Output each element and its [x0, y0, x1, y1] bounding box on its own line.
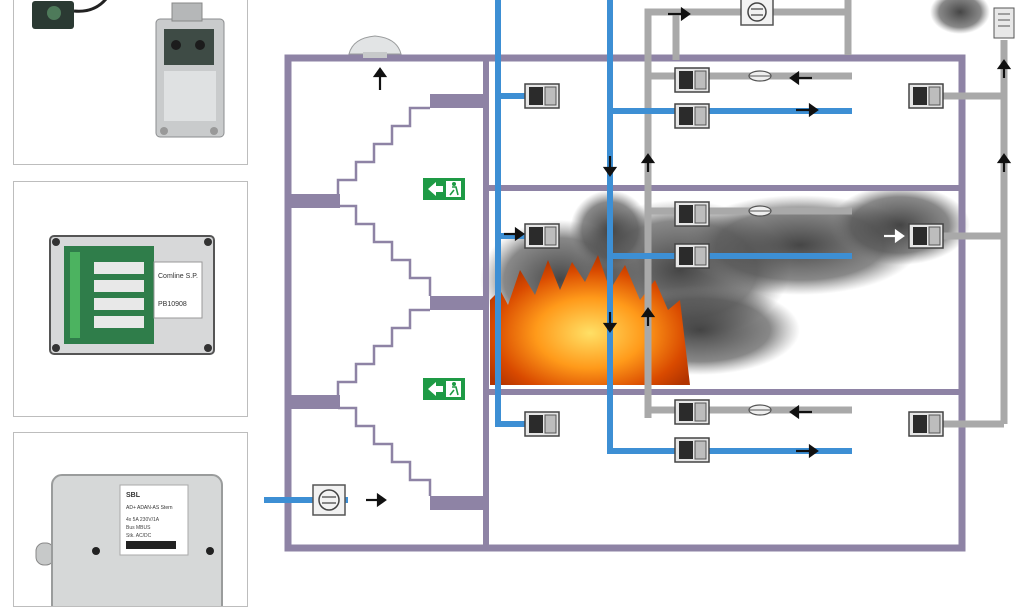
building-outline — [284, 54, 966, 552]
relay-group — [94, 262, 144, 328]
product-panel-enclosure: SBL AD+ ADAN-AS Stern 4x 5A 230V/1A Bus … — [13, 432, 248, 611]
control-box-cover — [164, 71, 216, 121]
actuator-cable — [73, 0, 108, 13]
arrow-icon — [366, 6, 1012, 508]
enclosure-title: AD+ ADAN-AS Stern — [126, 505, 173, 511]
product-panel-actuator — [13, 0, 248, 165]
control-box-knob-2 — [195, 40, 205, 50]
supply-ducts — [264, 0, 852, 503]
exhaust-unit-icon — [993, 7, 1015, 39]
enclosure-barcode — [126, 541, 176, 549]
actuator-dial — [47, 6, 61, 20]
product-panel-board: Comline S.P. PB10908 — [13, 181, 248, 417]
exit-sign-icon — [423, 378, 465, 400]
board-label-code: PB10908 — [158, 301, 187, 308]
screw-4 — [204, 344, 212, 352]
actuator-unit-image — [32, 0, 225, 138]
enclosure-screw-2 — [206, 547, 214, 555]
enclosure-row-1: 4x 5A 230V/1A — [126, 517, 160, 523]
screw-2 — [204, 238, 212, 246]
enclosure-brand: SBL — [126, 492, 141, 499]
fan-icon — [740, 0, 774, 26]
cable-gland-1 — [160, 127, 168, 135]
enclosure-row-3: Stk. AC/DC — [126, 533, 152, 539]
enclosure-screw-1 — [92, 547, 100, 555]
screw-1 — [52, 238, 60, 246]
circuit-board-image: Comline S.P. PB10908 — [49, 235, 215, 355]
control-box-bracket — [171, 2, 203, 22]
board-label — [153, 261, 203, 319]
board-label-title: Comline S.P. — [158, 273, 198, 280]
roof-fan-icon — [348, 35, 402, 58]
staircase — [290, 94, 484, 510]
exit-sign-icon — [423, 178, 465, 200]
terminal-strip — [70, 252, 80, 338]
fan-icon — [312, 484, 346, 516]
screw-3 — [52, 344, 60, 352]
enclosure-image: SBL AD+ ADAN-AS Stern 4x 5A 230V/1A Bus … — [35, 474, 223, 611]
control-box-knob-1 — [171, 40, 181, 50]
cable-gland-2 — [210, 127, 218, 135]
fire-icon — [490, 255, 690, 385]
enclosure-row-2: Bus MBUS — [126, 525, 151, 531]
